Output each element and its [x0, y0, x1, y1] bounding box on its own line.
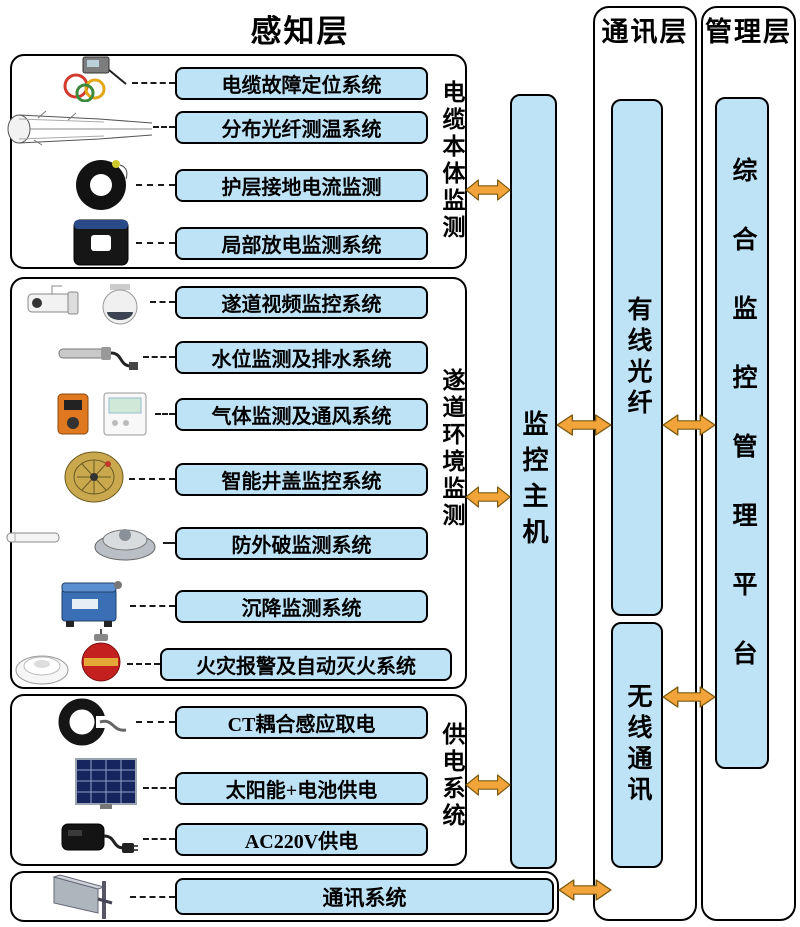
cable-body-group-label: 电缆本体监测 — [439, 80, 464, 242]
wireless-comm-box: 无线通讯 — [611, 622, 663, 868]
group-cable-body-monitoring — [10, 54, 467, 269]
arrow-host-wired-icon — [556, 414, 612, 436]
gas-ventilation-box: 气体监测及通风系统 — [175, 398, 428, 431]
arrow-wired-platform-icon — [662, 414, 716, 436]
group-power-supply-system — [10, 694, 467, 866]
camera-icon — [27, 284, 138, 325]
gas-detector-icon — [57, 392, 147, 436]
perception-layer-title: 感知层 — [250, 14, 350, 49]
platform-box: 综合监控管理平台 — [715, 97, 769, 769]
dashed-connector — [136, 721, 175, 723]
dashed-connector — [132, 82, 175, 84]
fire-alarm-box: 火灾报警及自动灭火系统 — [160, 648, 452, 681]
dashed-connector — [127, 663, 160, 665]
cable-fault-locator-icon — [63, 56, 127, 102]
monitoring-host-box: 监控主机 — [510, 94, 557, 869]
dashed-connector — [130, 605, 175, 607]
dashed-connector — [136, 242, 175, 244]
group-tunnel-environment-monitoring — [10, 277, 467, 689]
arrow-cablegroup-host-icon — [465, 179, 511, 201]
ac-adapter-icon — [61, 823, 138, 853]
partial-discharge-box: 局部放电监测系统 — [175, 227, 428, 260]
video-surveillance-box: 遂道视频监控系统 — [175, 286, 428, 319]
ct-power-box: CT耦合感应取电 — [175, 706, 428, 739]
manhole-cover-box: 智能井盖监控系统 — [175, 463, 428, 496]
dashed-connector — [129, 478, 175, 480]
solar-battery-box: 太阳能+电池供电 — [175, 772, 428, 805]
dashed-connector — [136, 184, 175, 186]
settlement-box: 沉降监测系统 — [175, 590, 428, 623]
square-ct-icon — [73, 219, 129, 266]
water-sensor-icon — [58, 347, 138, 370]
settlement-monitor-icon — [61, 581, 122, 627]
fire-alarm-icon — [15, 629, 121, 685]
communication-system-box: 通讯系统 — [175, 878, 554, 915]
arrow-wireless-platform-icon — [662, 686, 716, 708]
manhole-cover-icon — [64, 451, 124, 503]
management-layer-title: 管理层 — [705, 17, 792, 47]
cable-cross-section-icon — [7, 110, 153, 146]
communication-layer-border — [593, 6, 697, 921]
dashed-connector — [130, 896, 175, 898]
solar-panel-icon — [75, 758, 137, 809]
communication-system-border — [10, 871, 559, 922]
dashed-connector — [153, 126, 175, 128]
arrow-tunnelgroup-host-icon — [465, 486, 511, 508]
cable-fault-location-box: 电缆故障定位系统 — [175, 67, 428, 100]
power-group-label: 供电系统 — [439, 722, 464, 830]
dashed-connector — [150, 301, 175, 303]
dashed-connector — [143, 356, 175, 358]
communication-layer-title: 通讯层 — [601, 17, 689, 47]
anti-damage-box: 防外破监测系统 — [175, 527, 428, 560]
ring-ct-icon — [76, 160, 128, 210]
arrow-comm-wireless-icon — [558, 879, 612, 901]
fiber-temperature-box: 分布光纤测温系统 — [175, 111, 428, 144]
arrow-powergroup-host-icon — [465, 774, 511, 796]
dashed-connector — [163, 542, 175, 544]
vibration-sensor-icon — [6, 529, 156, 561]
wired-fiber-box: 有线光纤 — [611, 99, 663, 616]
dashed-connector — [143, 787, 175, 789]
dashed-connector — [143, 838, 175, 840]
antenna-icon — [52, 874, 113, 919]
tunnel-env-group-label: 遂道环境监测 — [439, 368, 464, 530]
dashed-connector — [155, 413, 175, 415]
management-layer-border — [701, 6, 796, 921]
water-level-box: 水位监测及排水系统 — [175, 341, 428, 374]
ac220v-box: AC220V供电 — [175, 823, 428, 856]
ct-clamp-icon — [58, 698, 127, 746]
sheath-current-box: 护层接地电流监测 — [175, 169, 428, 202]
